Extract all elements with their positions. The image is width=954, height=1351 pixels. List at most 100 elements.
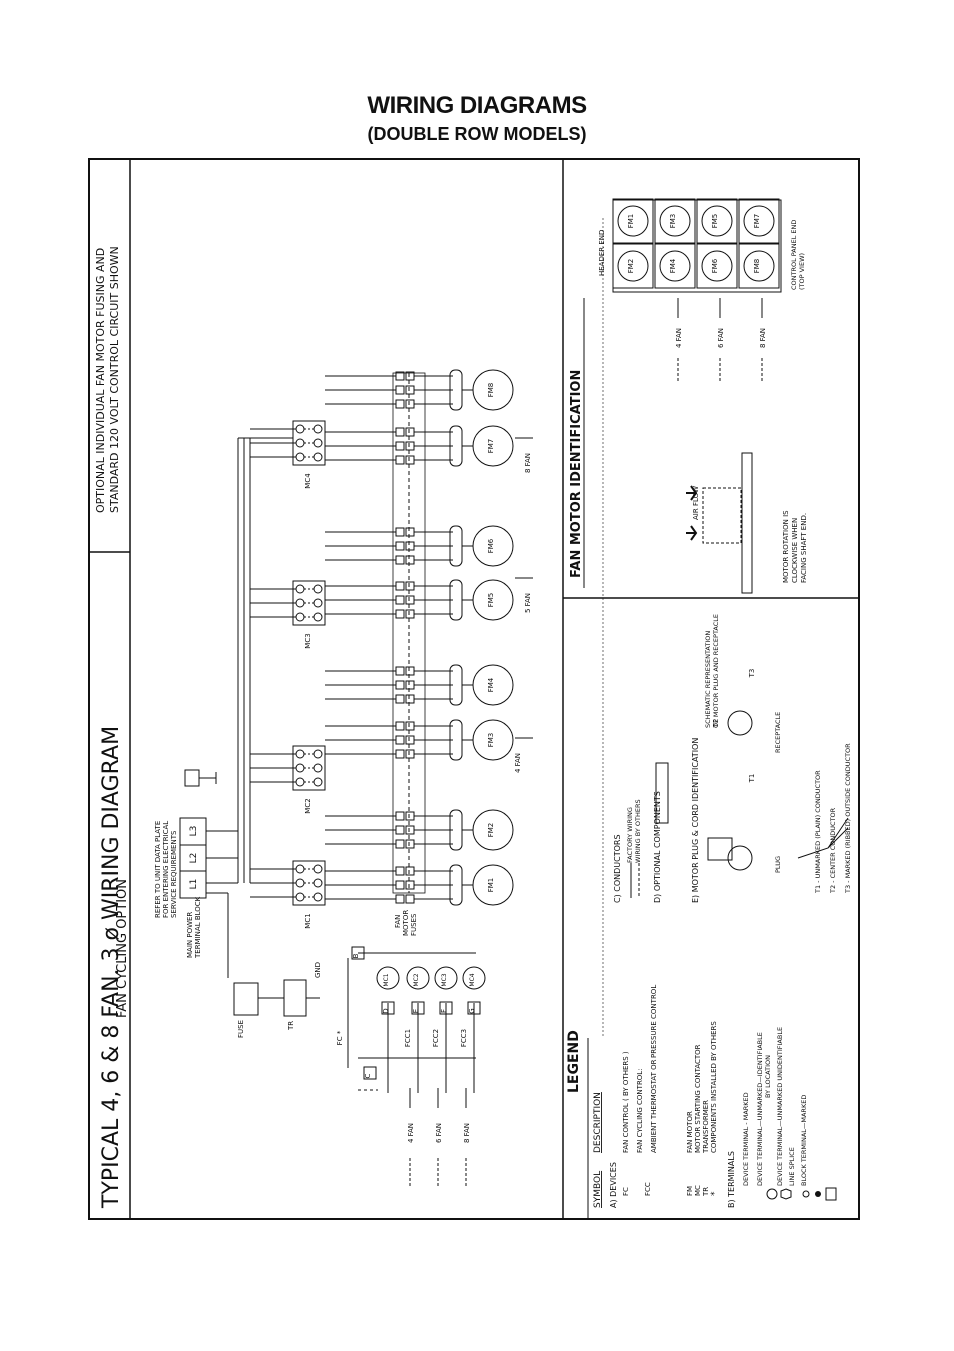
legend-terminal-1: DEVICE TERMINAL - MARKED (742, 1092, 750, 1186)
contactor-terminal (295, 892, 305, 902)
motor-fuse (405, 666, 415, 676)
control-terminal-box (381, 1001, 395, 1015)
schematic-dynamic: L1L2L3MC1MC2MC3MC4FM1FM2FM3FM4FM5FM6FM7F… (189, 369, 533, 1188)
gnd-label-group: GND (314, 962, 322, 978)
motor-fuse (395, 399, 405, 409)
control-panel-label: CONTROL PANEL END (TOP VIEW) (790, 220, 806, 290)
motor-fuse (395, 721, 405, 731)
refer-note-3: SERVICE REQUIREMENTS (170, 830, 178, 918)
rotation-note-1: MOTOR ROTATION IS (782, 510, 790, 583)
motor-fuse (395, 385, 405, 395)
motor-fuse (395, 680, 405, 690)
motor-fuse (405, 595, 415, 605)
coil-symbol (434, 966, 458, 990)
terminal-label-l1: L1 (189, 879, 199, 890)
contactor-terminal (313, 598, 323, 608)
motor-fuse (395, 880, 405, 890)
legend-headers: SYMBOL DESCRIPTION (593, 1092, 603, 1208)
motor-fuse (405, 825, 415, 835)
terminal-label-l3-group: L3 (189, 826, 199, 837)
motor-fuse (405, 811, 415, 821)
fan-row-label-group: 8 FAN (759, 328, 767, 348)
fan-grid-motor-icon (743, 250, 775, 282)
fan-group-label-group: 6 FAN (435, 1123, 443, 1143)
contactor-terminal (295, 763, 305, 773)
motor-fuse (395, 441, 405, 451)
legend-fc-desc: FAN CONTROL ( BY OTHERS ) (622, 1051, 630, 1153)
legend-tr-desc: TRANSFORMER (702, 1100, 710, 1154)
control-terminal-label-b-group: B (352, 953, 360, 958)
legend-section: LEGEND SYMBOL DESCRIPTION A) DEVICES FC … (566, 218, 852, 1219)
control-terminal-label-g-group: G (468, 1008, 476, 1013)
fuse-label: FUSE (237, 1020, 245, 1038)
fan-control-label-group: FCC1 (404, 1029, 412, 1047)
fan-grid-motor-label-fm2: FM2 (627, 259, 635, 274)
motor-fuse (405, 441, 415, 451)
legend-devices: A) DEVICES FC FAN CONTROL ( BY OTHERS ) … (609, 985, 808, 1208)
fan-motor-label-fm3-group: FM3 (487, 733, 495, 748)
fan-motor-label-fm8: FM8 (487, 383, 495, 398)
terminal-label-l1-group: L1 (189, 879, 199, 890)
control-panel-1: CONTROL PANEL END (790, 220, 798, 290)
fuse-box (233, 982, 259, 1016)
contactor-terminal (295, 424, 305, 434)
terminal-label-l2: L2 (189, 853, 199, 864)
contactor-label-mc3: MC3 (304, 633, 312, 648)
motor-fuse (395, 581, 405, 591)
fan-control-label: FCC1 (404, 1029, 412, 1047)
coil-label-mc3: MC3 (441, 973, 448, 986)
contactor-label-mc4: MC4 (304, 473, 312, 489)
airflow-arrow-icon (686, 485, 698, 501)
contactor-label-mc1-group: MC1 (304, 913, 312, 928)
contactor-terminal (313, 584, 323, 594)
control-terminal-label-e-group: E (412, 1009, 420, 1013)
motor-fuse (395, 427, 405, 437)
legend-d-optional: D) OPTIONAL COMPONENTS (653, 791, 662, 903)
contactor-terminal (313, 612, 323, 622)
fan-group-label-group: 4 FAN (407, 1123, 415, 1143)
optional-note-line2: STANDARD 120 VOLT CONTROL CIRCUIT SHOWN (108, 246, 121, 513)
fan-motor-label-fm4: FM4 (487, 677, 495, 692)
legend-t-tag-group: T3 (748, 669, 756, 679)
fan-motor-label-fm7: FM7 (487, 439, 495, 454)
plug-icon (727, 845, 753, 871)
contactor-terminal (295, 749, 305, 759)
wiring-diagram-drawing: TYPICAL 4, 6 & 8 FAN. 3 ø WIRING DIAGRAM… (88, 158, 860, 1220)
optional-component-box (655, 762, 669, 824)
motor-fuse (405, 749, 415, 759)
control-panel-2: (TOP VIEW) (798, 253, 806, 290)
contactor-terminal (295, 612, 305, 622)
sheet-border (88, 158, 860, 1220)
fuse-label-group: FUSE (237, 1020, 245, 1038)
legend-symbol-header: SYMBOL (593, 1171, 603, 1208)
control-terminal-box (467, 1001, 481, 1015)
fan-grid-motor-label-fm3-group: FM3 (669, 214, 677, 229)
legend-factory-wiring: FACTORY WIRING (626, 807, 634, 863)
tr-label: TR (287, 1021, 295, 1031)
contactor-terminal (295, 598, 305, 608)
motor-fuse (395, 694, 405, 704)
fan-grid-motor-icon (659, 250, 691, 282)
cord-icon (797, 817, 849, 859)
power-schematic (179, 372, 476, 1093)
main-power-label: MAIN POWER TERMINAL BLOCK (186, 896, 202, 959)
fan-grid-motor-label-fm8-group: FM8 (753, 259, 761, 274)
motor-fuse (405, 541, 415, 551)
refer-note: REFER TO UNIT DATA PLATE FOR ENTERING EL… (154, 821, 178, 918)
legend-ambient: AMBIENT THERMOSTAT OR (650, 1059, 658, 1153)
refer-note-2: FOR ENTERING ELECTRICAL (162, 821, 170, 918)
contactor-terminal (313, 424, 323, 434)
motor-fuse (395, 666, 405, 676)
coil-label-mc1: MC1 (383, 973, 390, 986)
transformer-box (283, 979, 307, 1017)
control-terminal-label-f: F (440, 1009, 448, 1013)
fan-group-label-group: 8 FAN (463, 1123, 471, 1143)
motor-fuse (395, 811, 405, 821)
motor-fuse (405, 385, 415, 395)
fan-tag-label-group: 8 FAN (524, 453, 532, 473)
fan-grid-motor-label-fm3: FM3 (669, 214, 677, 229)
fan-grid-motor-label-fm2-group: FM2 (627, 259, 635, 274)
motor-fuse (395, 894, 405, 904)
motor-fuse (405, 581, 415, 591)
